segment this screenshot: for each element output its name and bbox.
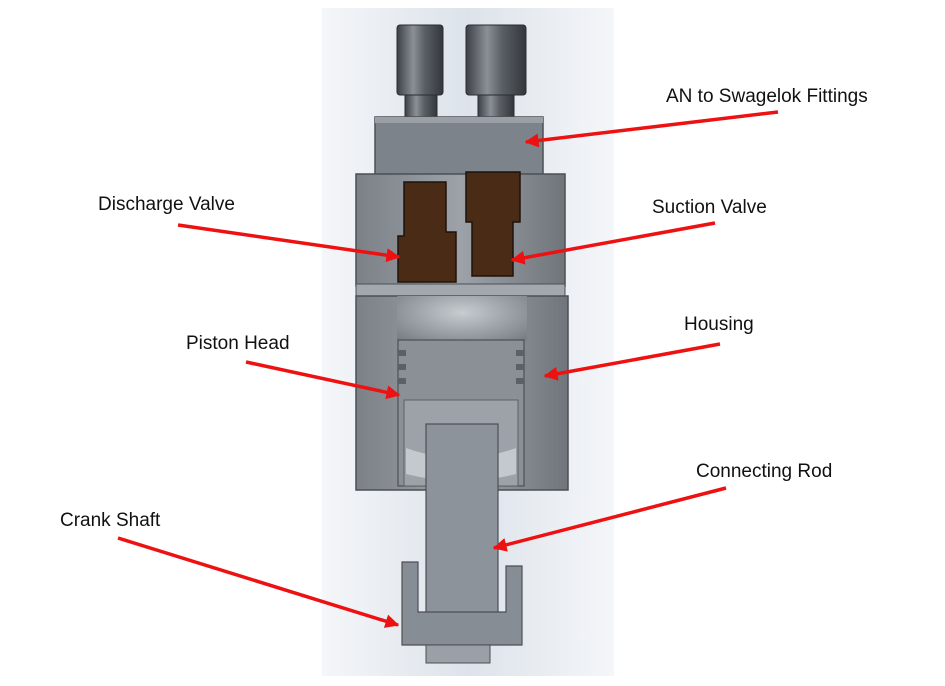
arrow-suction-valve	[510, 221, 716, 265]
crank-shaft-shape	[401, 561, 523, 664]
valve-plate	[355, 283, 566, 297]
suction-valve-shape	[465, 171, 521, 277]
arrow-connecting-rod	[492, 486, 727, 552]
arrow-housing	[543, 342, 721, 381]
label-connecting-rod: Connecting Rod	[696, 461, 833, 482]
label-housing: Housing	[684, 314, 754, 335]
arrow-piston-head	[245, 360, 401, 400]
label-crank-shaft: Crank Shaft	[60, 510, 161, 531]
arrow-fittings	[524, 110, 779, 148]
arrow-crank-shaft	[117, 536, 400, 628]
upper-cap	[374, 116, 544, 176]
connecting-rod-shape	[425, 423, 499, 617]
valve-block	[355, 173, 566, 287]
discharge-valve-shape	[397, 181, 457, 283]
label-discharge-valve: Discharge Valve	[98, 194, 235, 215]
arrow-discharge-valve	[177, 223, 401, 263]
label-fittings: AN to Swagelok Fittings	[666, 86, 868, 107]
label-suction-valve: Suction Valve	[652, 197, 767, 218]
cylinder-bore	[397, 296, 527, 351]
label-piston-head: Piston Head	[186, 333, 290, 354]
